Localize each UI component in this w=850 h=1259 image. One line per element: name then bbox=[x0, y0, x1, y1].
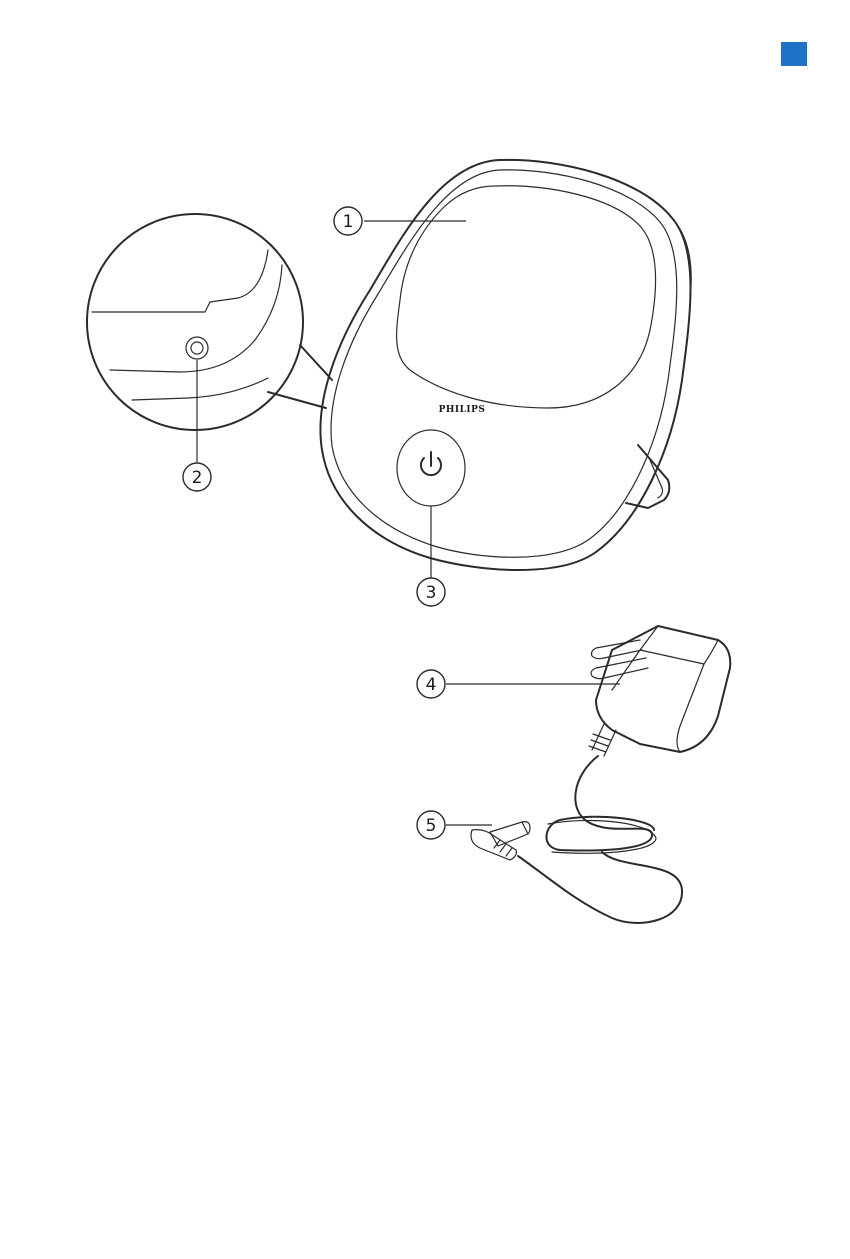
corner-tab bbox=[781, 42, 807, 66]
callout-1: 1 bbox=[334, 207, 362, 235]
svg-text:3: 3 bbox=[426, 583, 437, 603]
callout-3: 3 bbox=[417, 578, 445, 606]
power-adapter bbox=[471, 626, 730, 923]
svg-text:5: 5 bbox=[426, 816, 437, 836]
power-icon bbox=[421, 452, 441, 475]
power-button[interactable] bbox=[397, 430, 465, 506]
callout-5: 5 bbox=[417, 811, 445, 839]
svg-text:1: 1 bbox=[343, 212, 354, 232]
svg-text:4: 4 bbox=[426, 675, 437, 695]
power-cable bbox=[546, 756, 654, 850]
dc-plug bbox=[471, 822, 530, 860]
callout-2: 2 bbox=[183, 463, 211, 491]
svg-text:2: 2 bbox=[192, 468, 203, 488]
charging-pad bbox=[397, 186, 656, 408]
callout-4: 4 bbox=[417, 670, 445, 698]
dc-socket bbox=[186, 337, 208, 359]
detail-magnifier bbox=[87, 214, 332, 430]
brand-logo: PHILIPS bbox=[439, 405, 486, 415]
